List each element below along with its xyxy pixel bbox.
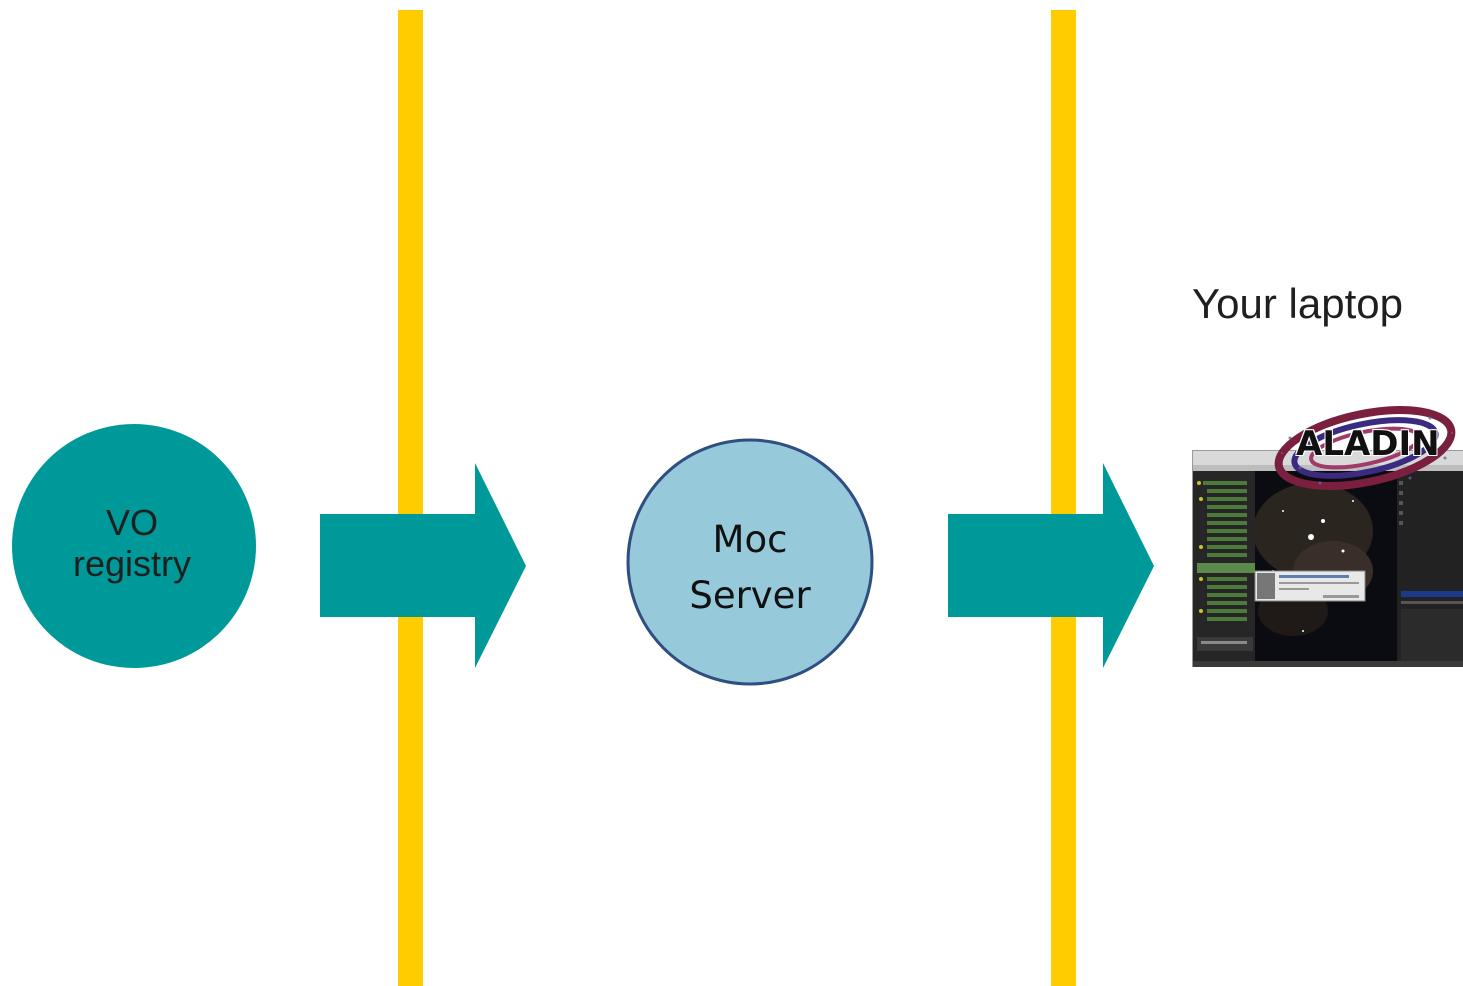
divider-left xyxy=(398,10,423,986)
divider-right xyxy=(1051,10,1076,986)
vo-registry-line1: VO xyxy=(105,502,158,543)
vo-registry-circle xyxy=(12,424,256,668)
aladin-logo-text: ALADIN xyxy=(1296,424,1440,464)
right-arrow-icon xyxy=(320,463,526,668)
aladin-app-screenshot xyxy=(1192,450,1463,667)
vo-registry-label: VO registry xyxy=(32,502,232,585)
moc-server-line2: Server xyxy=(689,574,811,617)
right-arrow-icon xyxy=(948,463,1154,668)
moc-server-circle xyxy=(626,438,874,686)
screenshot-graphic xyxy=(1193,451,1463,667)
laptop-label: Your laptop xyxy=(1192,280,1403,327)
moc-server-line1: Moc xyxy=(712,518,788,561)
moc-server-label: Moc Server xyxy=(640,512,860,624)
aladin-logo-icon xyxy=(1274,406,1456,490)
vo-registry-line2: registry xyxy=(72,543,192,585)
